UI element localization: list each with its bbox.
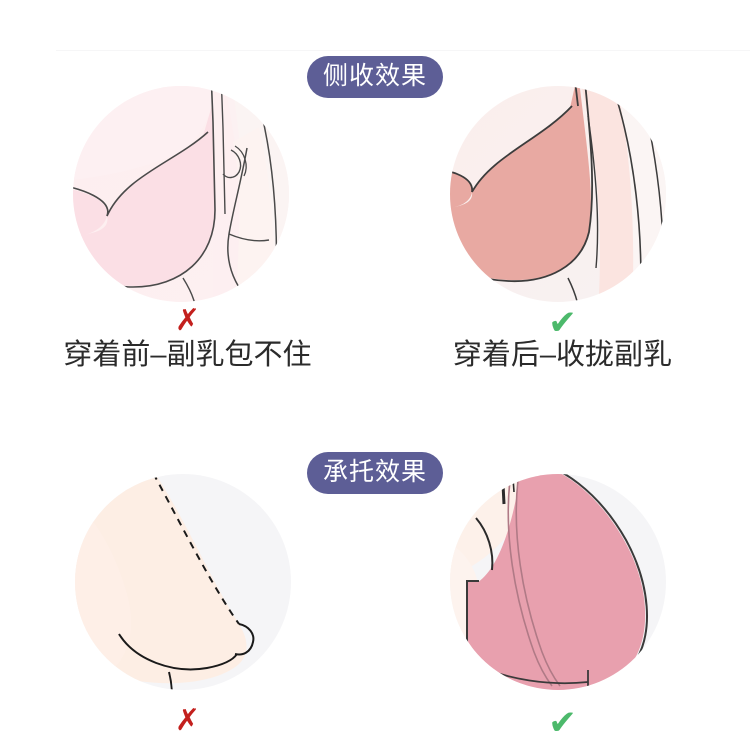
after-side-gather-illustration: [438, 82, 688, 322]
panel-before-support: ✗: [0, 474, 375, 750]
check-mark-after-support: ✔: [548, 704, 577, 742]
caption-after-side-gather: 穿着后–收拢副乳: [452, 339, 673, 371]
after-support-illustration: [438, 474, 688, 714]
x-mark-before-support: ✗: [174, 704, 201, 737]
caption-before-side-gather: 穿着前–副乳包不住: [63, 339, 312, 371]
top-divider: [56, 50, 750, 51]
panel-after-side-gather: ✔ 穿着后–收拢副乳: [375, 78, 750, 398]
x-mark-before-side-gather: ✗: [174, 304, 201, 337]
panel-after-support: ✔: [375, 474, 750, 750]
section-side-gather-row: ✗ 穿着前–副乳包不住: [0, 78, 750, 398]
section-badge-support: 承托效果: [306, 452, 444, 494]
section-badge-side-gather: 侧收效果: [306, 56, 444, 98]
section-support-row: ✗: [0, 474, 750, 750]
before-side-gather-illustration: [63, 82, 313, 322]
panel-before-side-gather: ✗ 穿着前–副乳包不住: [0, 78, 375, 398]
before-support-illustration: [63, 474, 313, 714]
check-mark-after-side-gather: ✔: [548, 304, 577, 342]
